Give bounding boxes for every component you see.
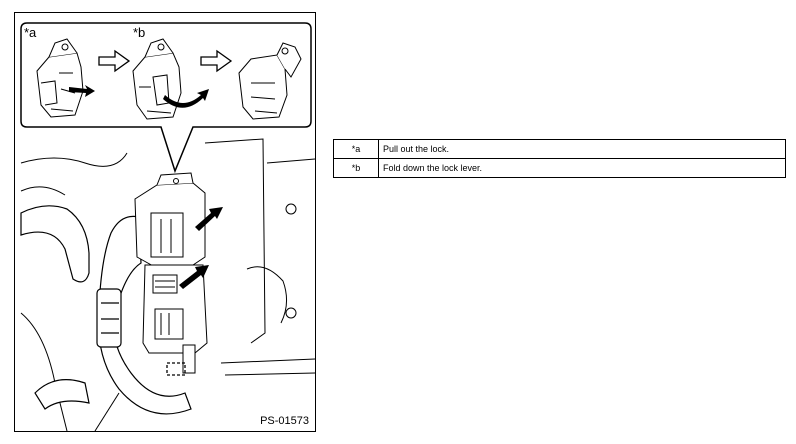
step-arrow-2 bbox=[200, 49, 233, 73]
legend-row: *a Pull out the lock. bbox=[333, 139, 786, 159]
callout-a-label: *a bbox=[24, 25, 37, 40]
step-a-connector bbox=[36, 38, 84, 118]
step-arrow-1 bbox=[98, 49, 131, 73]
legend-key: *b bbox=[333, 158, 379, 178]
connector-block bbox=[134, 172, 208, 374]
diagram-frame: *a *b PS-01573 bbox=[14, 12, 316, 432]
legend-text: Pull out the lock. bbox=[378, 139, 786, 159]
lock-arrow-lower bbox=[179, 265, 209, 289]
callout-b-label: *b bbox=[133, 25, 146, 40]
legend-text: Fold down the lock lever. bbox=[378, 158, 786, 178]
figure-id-label: PS-01573 bbox=[260, 415, 309, 427]
step-a-pull-arrow bbox=[69, 85, 95, 97]
wire-harness bbox=[20, 205, 192, 415]
connector-illustration bbox=[20, 22, 315, 431]
step-result-connector bbox=[238, 42, 302, 120]
legend-row: *b Fold down the lock lever. bbox=[333, 158, 786, 178]
clip-marker bbox=[166, 362, 186, 376]
lock-arrow-upper bbox=[195, 207, 223, 231]
legend-key: *a bbox=[333, 139, 379, 159]
step-b-fold-arrow bbox=[163, 89, 209, 108]
callout-legend-table: *a Pull out the lock. *b Fold down the l… bbox=[333, 139, 786, 178]
